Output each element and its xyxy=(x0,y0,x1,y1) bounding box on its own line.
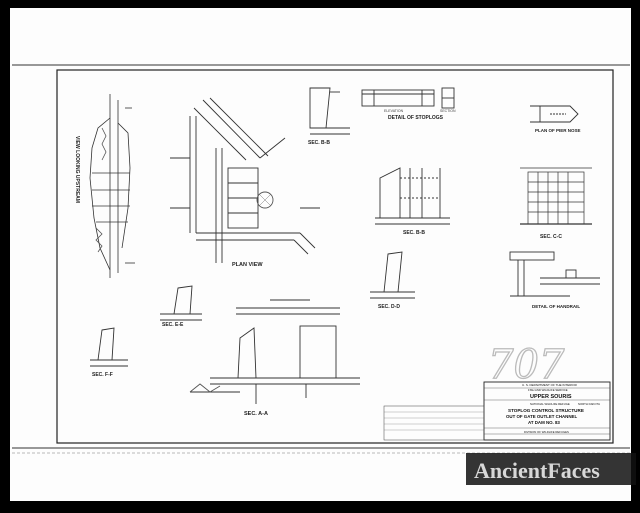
sec-ee-label: SEC. E-E xyxy=(162,322,184,328)
detail-handrail-label: DETAIL OF HANDRAIL xyxy=(532,304,580,309)
drawing-sheet: VIEW LOOKING UPSTREAM xyxy=(10,8,631,501)
tb-agency-1: U. S. DEPARTMENT OF THE INTERIOR xyxy=(522,383,578,387)
plan-view xyxy=(170,97,320,263)
sec-cc xyxy=(520,167,592,225)
sec-bb-top-label: SEC. B-B xyxy=(308,140,330,146)
tb-refuge: NATIONAL WILDLIFE REFUGE xyxy=(530,402,570,406)
view-looking-upstream xyxy=(89,94,135,278)
tb-title-1: STOPLOG CONTROL STRUCTURE xyxy=(508,408,584,413)
handwritten-number: 707 xyxy=(488,342,565,388)
sec-aa xyxy=(189,299,360,404)
blueprint-drawing: VIEW LOOKING UPSTREAM xyxy=(12,64,630,454)
tb-project: UPPER SOURIS xyxy=(530,394,572,400)
sec-dd-label: SEC. D-D xyxy=(378,304,400,310)
elevation-label: ELEVATION xyxy=(384,109,404,113)
tb-title-3: AT DAM NO. 83 xyxy=(528,420,560,425)
tb-agency-2: FISH AND WILDLIFE SERVICE xyxy=(528,388,568,392)
sec-ff xyxy=(90,327,128,367)
watermark-text: AncientFaces xyxy=(474,458,600,483)
title-block xyxy=(383,381,611,441)
tb-division: DIVISION OF WILDLIFE REFUGES xyxy=(524,430,569,434)
plan-pier-nose-label: PLAN OF PIER NOSE xyxy=(535,128,581,133)
sec-aa-label: SEC. A-A xyxy=(244,411,268,417)
sec-bb-top xyxy=(309,87,350,135)
sec-dd xyxy=(370,251,415,299)
sec-bb-middle-label: SEC. B-B xyxy=(403,230,425,236)
tb-location: NORTH DAKOTA xyxy=(578,402,600,406)
drawing-border xyxy=(56,69,614,444)
tb-title-2: OUT OF GATE OUTLET CHANNEL xyxy=(506,414,577,419)
sec-bb-middle xyxy=(375,167,450,225)
plan-view-label: PLAN VIEW xyxy=(232,262,263,268)
sec-ff-label: SEC. F-F xyxy=(92,372,113,378)
detail-of-stoplogs xyxy=(361,87,455,109)
section-label: SECTION xyxy=(440,109,456,113)
plan-of-pier-nose xyxy=(530,105,579,123)
detail-of-handrail xyxy=(509,251,600,297)
view-looking-upstream-label: VIEW LOOKING UPSTREAM xyxy=(74,136,80,203)
sec-cc-label: SEC. C-C xyxy=(540,234,562,240)
detail-stoplogs-label: DETAIL OF STOPLOGS xyxy=(388,115,444,121)
sec-ee xyxy=(160,285,202,321)
